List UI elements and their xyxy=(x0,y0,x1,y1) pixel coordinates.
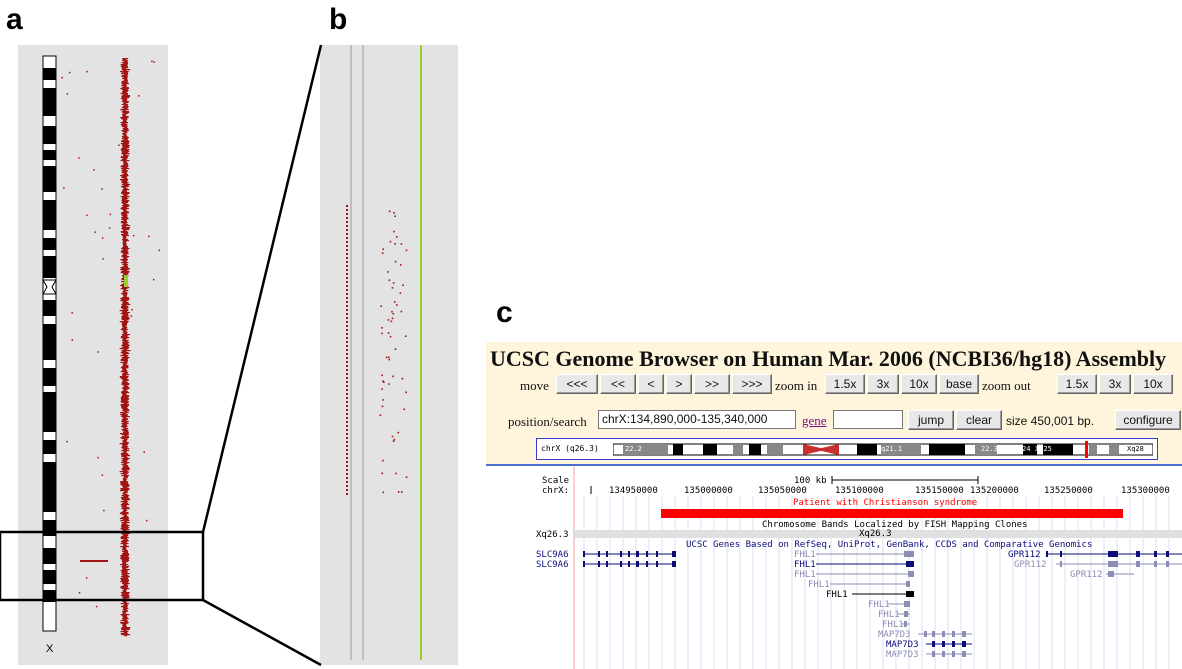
band-track-title: Chromosome Bands Localized by FISH Mappi… xyxy=(762,520,1028,530)
scale-label: Scale xyxy=(542,476,570,486)
left-gene-label-1: SLC9A6 xyxy=(536,550,569,560)
chromosome-x-ideogram xyxy=(42,55,57,632)
move-label: move xyxy=(520,378,549,393)
pos-3: 135050000 xyxy=(758,486,807,496)
move-left-button[interactable]: < xyxy=(638,374,664,394)
genes-track-title: UCSC Genes Based on RefSeq, UniProt, Gen… xyxy=(686,540,1093,550)
map7d3-label-3: MAP7D3 xyxy=(886,650,919,660)
move-right-more-button[interactable]: >> xyxy=(694,374,730,394)
zoom-in-10x-button[interactable]: 10x xyxy=(901,374,937,394)
fhl1-label-8: FHL1 xyxy=(882,620,904,630)
page-title: UCSC Genome Browser on Human Mar. 2006 (… xyxy=(490,346,1167,371)
configure-button[interactable]: configure xyxy=(1115,410,1181,430)
zoom-line-bottom xyxy=(202,598,322,667)
gpr112-label-1: GPR112 xyxy=(1008,550,1041,560)
gene-link[interactable]: gene xyxy=(802,413,827,428)
ucsc-browser-window: UCSC Genome Browser on Human Mar. 2006 (… xyxy=(486,342,1182,669)
zoom-out-1-5x-button[interactable]: 1.5x xyxy=(1057,374,1097,394)
zoom-in-3x-button[interactable]: 3x xyxy=(867,374,899,394)
zoom-line-top xyxy=(201,44,323,533)
scale-text: 100 kb xyxy=(794,476,827,486)
gene-input[interactable] xyxy=(833,410,903,429)
zoom-out-3x-button[interactable]: 3x xyxy=(1099,374,1131,394)
map7d3-label-1: MAP7D3 xyxy=(878,630,911,640)
ideogram-label: chrX (q26.3) xyxy=(541,444,599,453)
move-far-right-button[interactable]: >>> xyxy=(732,374,772,394)
panel-a-signal-dots xyxy=(61,58,161,637)
move-far-left-button[interactable]: <<< xyxy=(556,374,598,394)
ideogram-band-7: Xq28 xyxy=(1127,445,1144,453)
pos-7: 135250000 xyxy=(1044,486,1093,496)
pos-1: 134950000 xyxy=(609,486,658,496)
ideogram-band-4: q23 xyxy=(1003,445,1016,453)
fhl1-label-2: FHL1 xyxy=(794,560,816,570)
gpr112-label-3: GPR112 xyxy=(1070,570,1103,580)
band-name: Xq26.3 xyxy=(859,529,892,539)
pos-8: 135300000 xyxy=(1121,486,1170,496)
fhl1-label-1: FHL1 xyxy=(794,550,816,560)
ideogram-band-5: 24 xyxy=(1022,445,1031,453)
ideogram-band-2: q21.1 xyxy=(881,445,903,453)
patient-track-label: Patient with Christianson syndrome xyxy=(793,498,978,508)
zoom-in-1-5x-button[interactable]: 1.5x xyxy=(825,374,865,394)
browser-header: UCSC Genome Browser on Human Mar. 2006 (… xyxy=(486,342,1182,464)
panel-a-background xyxy=(18,45,168,665)
zoom-out-label: zoom out xyxy=(982,378,1031,393)
fhl1-label-5: FHL1 xyxy=(826,590,848,600)
zoom-in-base-button[interactable]: base xyxy=(939,374,979,394)
pos-2: 135000000 xyxy=(684,486,733,496)
position-search-input[interactable]: chrX:134,890,000-135,340,000 xyxy=(598,410,796,429)
panel-a-label: a xyxy=(6,3,23,36)
pos-5: 135150000 xyxy=(915,486,964,496)
panel-b-signal-dots xyxy=(346,205,408,495)
ideogram-bands-graphic xyxy=(613,441,1153,458)
panel-a-highlight xyxy=(124,275,128,287)
zoom-out-10x-button[interactable]: 10x xyxy=(1133,374,1173,394)
fhl1-label-7: FHL1 xyxy=(878,610,900,620)
panel-b-label: b xyxy=(329,3,348,36)
fhl1-label-4: FHL1 xyxy=(808,580,830,590)
ideogram-band-6: Xq25 xyxy=(1035,445,1052,453)
browser-tracks-graphic xyxy=(573,466,1182,669)
position-search-label: position/search xyxy=(508,414,587,429)
patient-deletion-bar xyxy=(661,509,1123,518)
move-right-button[interactable]: > xyxy=(666,374,692,394)
jump-button[interactable]: jump xyxy=(908,410,954,430)
fhl1-label-3: FHL1 xyxy=(794,570,816,580)
panel-b-background xyxy=(320,45,458,665)
move-left-more-button[interactable]: << xyxy=(600,374,636,394)
clear-button[interactable]: clear xyxy=(956,410,1002,430)
gpr112-label-2: GPR112 xyxy=(1014,560,1047,570)
ideogram-band-1: 22.2 xyxy=(625,445,642,453)
pos-4: 135100000 xyxy=(835,486,884,496)
chrom-label: chrX: xyxy=(542,486,570,496)
map7d3-label-2: MAP7D3 xyxy=(886,640,919,650)
chromosome-label: X xyxy=(46,643,54,655)
zoom-region-box xyxy=(0,530,205,602)
pos-6: 135200000 xyxy=(970,486,1019,496)
left-gene-label-2: SLC9A6 xyxy=(536,560,569,570)
fhl1-label-6: FHL1 xyxy=(868,600,890,610)
band-left-label: Xq26.3 xyxy=(536,530,569,540)
panel-c-label: c xyxy=(496,296,513,329)
size-readout: size 450,001 bp. xyxy=(1006,414,1095,428)
ideogram-band-3: 22.3 xyxy=(981,445,998,453)
track-area: Scale 100 kb chrX: 134950000 135000000 1… xyxy=(486,464,1182,669)
zoom-in-label: zoom in xyxy=(775,378,818,393)
chromosome-ideogram: chrX (q26.3) 22.2 xyxy=(536,438,1158,460)
